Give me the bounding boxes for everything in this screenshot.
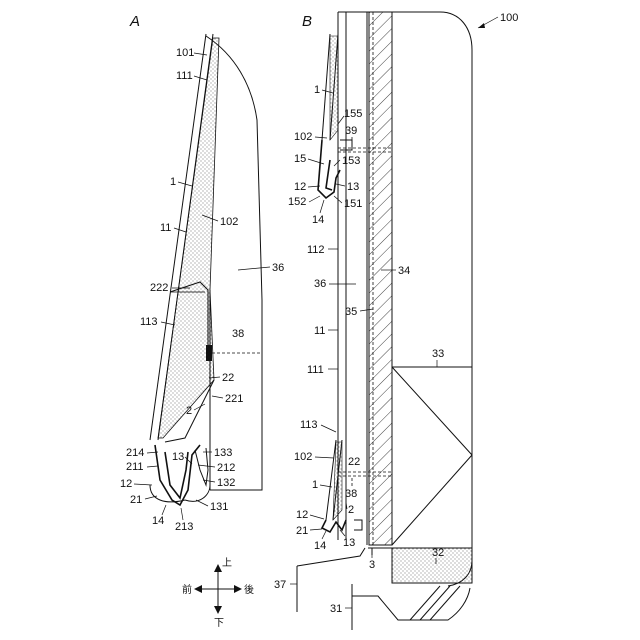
seat-outline-b — [338, 12, 472, 586]
label-a-22: 22 — [222, 372, 234, 384]
label-a-38: 38 — [232, 328, 244, 340]
label-b-38: 38 — [345, 488, 357, 500]
panel-a-title: A — [129, 13, 140, 30]
arrow-up-icon — [214, 564, 222, 572]
label-b-14-bottom: 14 — [314, 540, 326, 552]
label-b-37: 37 — [274, 579, 286, 591]
label-a-1: 1 — [170, 176, 176, 188]
label-a-222: 222 — [150, 282, 168, 294]
label-b-1-bottom: 1 — [312, 479, 318, 491]
compass-down: 下 — [214, 618, 224, 629]
label-b-34: 34 — [398, 265, 410, 277]
label-a-133: 133 — [214, 447, 232, 459]
label-b-35: 35 — [345, 306, 357, 318]
label-b-39: 39 — [345, 125, 357, 137]
label-a-213: 213 — [175, 521, 193, 533]
compass-up: 上 — [222, 557, 232, 569]
label-b-102-top: 102 — [294, 131, 312, 143]
label-b-151: 151 — [344, 198, 362, 210]
panel-b-drawing — [297, 12, 472, 630]
label-a-2: 2 — [186, 405, 192, 417]
arrow-right-icon — [234, 585, 242, 593]
label-b-12-bottom: 12 — [296, 509, 308, 521]
figure-ref-100: 100 — [500, 12, 518, 24]
label-b-36: 36 — [314, 278, 326, 290]
label-a-12: 12 — [120, 478, 132, 490]
label-b-32: 32 — [432, 547, 444, 559]
frame-34-b — [369, 12, 392, 545]
label-b-21: 21 — [296, 525, 308, 537]
label-b-2: 2 — [348, 504, 354, 516]
compass-back: 後 — [244, 583, 254, 596]
panel-b-labels: B 100 1 155 39 102 15 153 12 13 152 151 … — [274, 12, 518, 615]
label-b-11: 11 — [314, 325, 325, 337]
label-b-155: 155 — [344, 108, 362, 120]
label-a-13: 13 — [172, 451, 184, 463]
lower-clip-b — [322, 520, 346, 532]
label-b-13-bottom: 13 — [343, 537, 355, 549]
label-a-111: 111 — [176, 70, 193, 82]
label-b-112: 112 — [307, 244, 325, 256]
label-b-153: 153 — [342, 155, 360, 167]
label-b-152: 152 — [288, 196, 306, 208]
label-a-101: 101 — [176, 47, 194, 59]
label-b-113: 113 — [300, 419, 318, 431]
label-b-12-top: 12 — [294, 181, 306, 193]
label-b-22: 22 — [348, 456, 360, 468]
compass-front: 前 — [182, 583, 192, 596]
label-b-15: 15 — [294, 153, 306, 165]
label-a-21: 21 — [130, 494, 142, 506]
label-a-131: 131 — [210, 501, 228, 513]
label-a-113: 113 — [140, 316, 158, 328]
label-a-102: 102 — [220, 216, 238, 228]
label-a-214: 214 — [126, 447, 144, 459]
label-b-111: 111 — [307, 364, 324, 376]
label-a-36: 36 — [272, 262, 284, 274]
label-b-3: 3 — [369, 559, 375, 571]
label-b-14-top: 14 — [312, 214, 324, 226]
label-a-11: 11 — [160, 222, 171, 234]
label-a-211: 211 — [126, 461, 144, 473]
label-a-132: 132 — [217, 477, 235, 489]
label-b-33: 33 — [432, 348, 444, 360]
direction-compass: 上 下 前 後 — [182, 557, 254, 629]
panel-b-title: B — [302, 13, 312, 30]
label-b-31: 31 — [330, 603, 342, 615]
arrow-left-icon — [194, 585, 202, 593]
label-a-14: 14 — [152, 515, 164, 527]
label-b-1-top: 1 — [314, 84, 320, 96]
label-a-221: 221 — [225, 393, 243, 405]
label-b-13-top: 13 — [347, 181, 359, 193]
label-b-102-bottom: 102 — [294, 451, 312, 463]
arrow-down-icon — [214, 606, 222, 614]
label-a-212: 212 — [217, 462, 235, 474]
